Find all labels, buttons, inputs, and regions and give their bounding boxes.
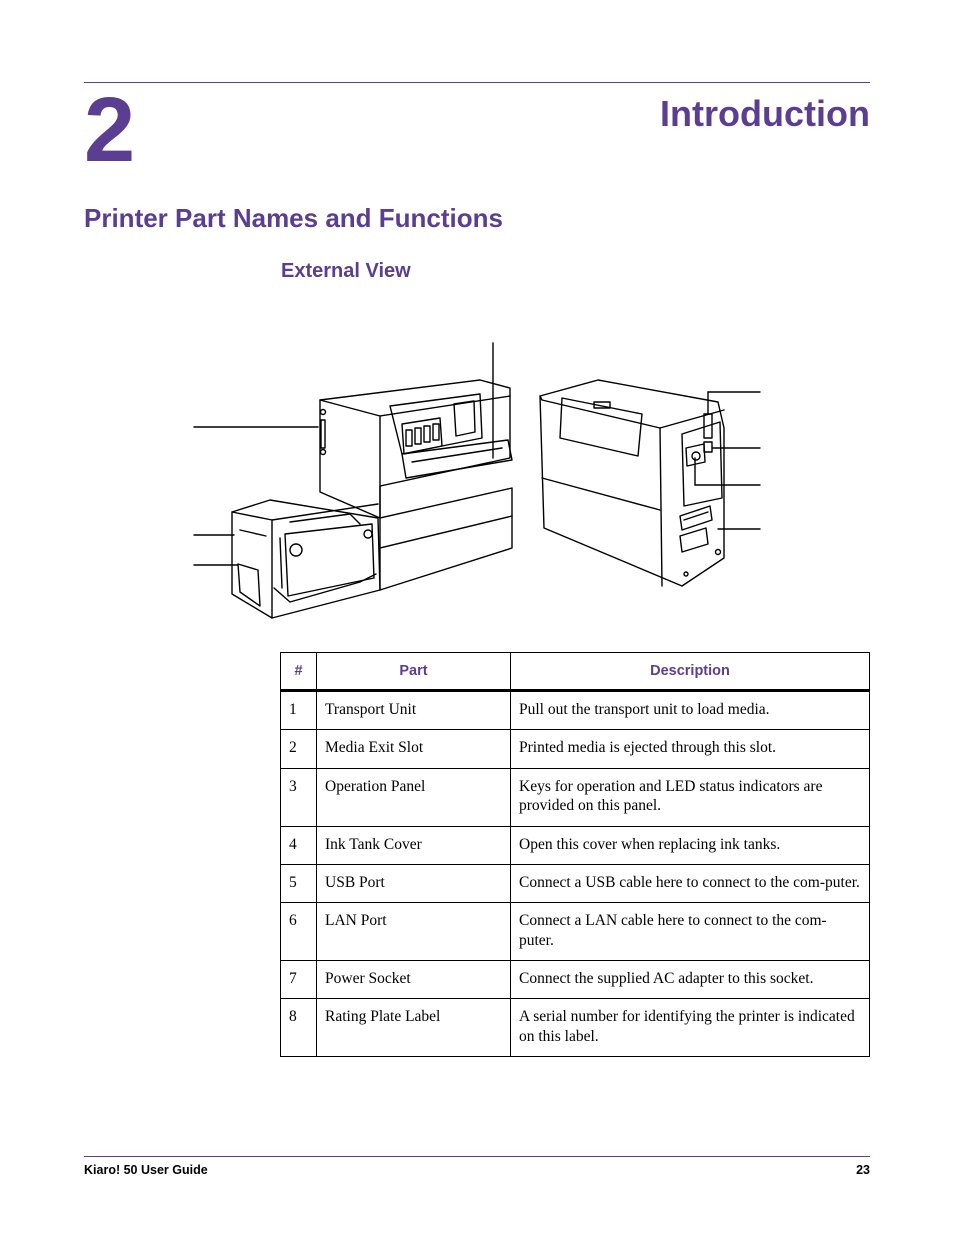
row-num: 1 (280, 689, 317, 731)
row-num: 2 (280, 729, 317, 769)
row-num: 7 (280, 959, 317, 1000)
subsection-title: External View (281, 260, 411, 282)
callout-lines-left (193, 426, 319, 566)
row-description: Connect a USB cable here to connect to t… (510, 863, 870, 904)
table-row: 5 USB Port Connect a USB cable here to c… (280, 863, 870, 904)
header-rule (84, 82, 870, 83)
header-part: Part (316, 652, 511, 692)
row-part: Power Socket (316, 959, 511, 1000)
header-num: # (280, 652, 317, 692)
row-part: Rating Plate Label (316, 998, 511, 1058)
footer-rule (84, 1156, 870, 1157)
row-description: Connect the supplied AC adapter to this … (510, 959, 870, 1000)
table-row: 1 Transport Unit Pull out the transport … (280, 689, 870, 731)
table-header-row: # Part Description (280, 652, 870, 692)
row-part: Operation Panel (316, 767, 511, 827)
row-part: Transport Unit (316, 689, 511, 731)
row-part: Media Exit Slot (316, 729, 511, 769)
printer-external-view-figure (193, 342, 761, 619)
printer-rear-illustration (539, 379, 725, 587)
chapter-title: Introduction (660, 93, 870, 134)
row-description: Pull out the transport unit to load medi… (510, 689, 870, 731)
row-num: 5 (280, 863, 317, 904)
header-description: Description (510, 652, 870, 692)
printer-front-illustration (231, 379, 513, 619)
table-row: 4 Ink Tank Cover Open this cover when re… (280, 825, 870, 865)
row-part: USB Port (316, 863, 511, 904)
row-description: Keys for operation and LED status indica… (510, 767, 870, 827)
table-row: 6 LAN Port Connect a LAN cable here to c… (280, 902, 870, 961)
table-row: 2 Media Exit Slot Printed media is eject… (280, 729, 870, 769)
row-description: Printed media is ejected through this sl… (510, 729, 870, 769)
row-part: LAN Port (316, 902, 511, 961)
row-part: Ink Tank Cover (316, 825, 511, 865)
footer-guide-title: Kiaro! 50 User Guide (84, 1163, 208, 1177)
footer-page-number: 23 (856, 1163, 870, 1177)
row-description: A serial number for identifying the prin… (510, 998, 870, 1058)
row-description: Connect a LAN cable here to connect to t… (510, 902, 870, 961)
table-row: 7 Power Socket Connect the supplied AC a… (280, 959, 870, 1000)
section-title: Printer Part Names and Functions (84, 203, 503, 233)
table-row: 8 Rating Plate Label A serial number for… (280, 998, 870, 1058)
row-num: 8 (280, 998, 317, 1058)
table-row: 3 Operation Panel Keys for operation and… (280, 767, 870, 827)
chapter-number: 2 (84, 79, 135, 181)
row-num: 6 (280, 902, 317, 961)
row-description: Open this cover when replacing ink tanks… (510, 825, 870, 865)
parts-table: # Part Description 1 Transport Unit Pull… (280, 652, 870, 1058)
row-num: 3 (280, 767, 317, 827)
row-num: 4 (280, 825, 317, 865)
